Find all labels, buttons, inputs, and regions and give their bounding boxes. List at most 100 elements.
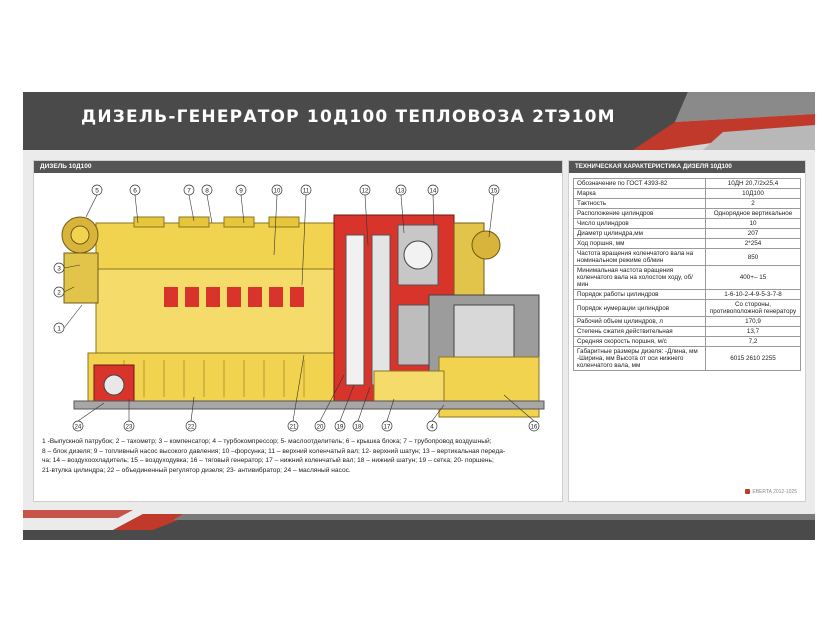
specifications-panel: ТЕХНИЧЕСКАЯ ХАРАКТЕРИСТИКА ДИЗЕЛЯ 10Д100…	[568, 160, 806, 502]
legend-line: 21-втулка цилиндра; 22 – объединенный ре…	[42, 466, 351, 474]
callout-12: 12	[359, 184, 371, 196]
callout-label: 14	[430, 189, 437, 195]
spec-value: 850	[705, 248, 801, 266]
poster-header-band	[23, 92, 815, 150]
callout-19: 19	[334, 420, 346, 432]
spec-value: 13,7	[705, 326, 801, 337]
spec-label: Минимальная частота вращения коленчатого…	[573, 265, 706, 290]
callout-label: 16	[531, 425, 538, 431]
callout-label: 23	[126, 425, 133, 431]
spec-value: 400+– 15	[705, 265, 801, 290]
callout-17: 17	[381, 420, 393, 432]
callout-4: 4	[426, 420, 438, 432]
callout-3: 3	[53, 262, 65, 274]
callout-13: 13	[395, 184, 407, 196]
callout-20: 20	[314, 420, 326, 432]
spec-value: Со стороны, противоположной генератору	[705, 299, 801, 317]
callout-label: 1	[57, 326, 61, 333]
callout-label: 11	[303, 189, 310, 195]
callout-18: 18	[352, 420, 364, 432]
spec-label: Расположение цилиндров	[573, 208, 706, 219]
engine-illustration	[61, 214, 545, 418]
spec-value: 207	[705, 228, 801, 239]
spec-value: 10Д100	[705, 188, 801, 199]
callout-2: 2	[53, 286, 65, 298]
callout-label: 22	[188, 425, 195, 431]
callout-21: 21	[287, 420, 299, 432]
callout-label: 10	[274, 189, 281, 195]
engine-cutaway-diagram: 5 6 7 8 9 10 11 12 13 14 15 3 2 1 24 23 …	[53, 184, 545, 432]
engine-diagram-panel: ДИЗЕЛЬ 10Д100	[33, 160, 563, 502]
logo-mark-icon	[745, 489, 751, 495]
callout-8: 8	[201, 184, 213, 196]
callout-label: 21	[290, 425, 297, 431]
spec-value: 10	[705, 218, 801, 229]
callout-22: 22	[185, 420, 197, 432]
poster: ДИЗЕЛЬ-ГЕНЕРАТОР 10Д100 ТЕПЛОВОЗА 2ТЭ10М…	[23, 92, 815, 540]
callout-label: 20	[317, 425, 324, 431]
callout-24: 24	[72, 420, 84, 432]
spec-value: 2	[705, 198, 801, 209]
callout-label: 8	[205, 188, 209, 195]
spec-label: Рабочий объем цилиндров, л	[573, 316, 706, 327]
callout-6: 6	[129, 184, 141, 196]
callout-9: 9	[235, 184, 247, 196]
spec-label: Ход поршня, мм	[573, 238, 706, 249]
callout-label: 15	[491, 189, 498, 195]
spec-value: 1-6-10-2-4-9-5-3-7-8	[705, 289, 801, 300]
poster-footer-band	[23, 510, 815, 540]
spec-label: Порядок работы цилиндров	[573, 289, 706, 300]
callout-label: 6	[133, 188, 137, 195]
spec-value: 6015 2610 2255	[705, 346, 801, 371]
callout-16: 16	[528, 420, 540, 432]
spec-value: 7,2	[705, 336, 801, 347]
spec-label: Габаритные размеры дизеля: -Длина, мм -Ш…	[573, 346, 706, 371]
legend-line: ча; 14 – воздухоохладитель; 15 – воздухо…	[42, 457, 494, 465]
spec-label: Порядок нумерации цилиндров	[573, 299, 706, 317]
logo-text: EBERTA 2012-1025	[752, 489, 797, 495]
spec-value: 2*254	[705, 238, 801, 249]
legend-line: 8 – блок дизеля; 9 – топливный насос выс…	[42, 447, 506, 455]
callout-label: 7	[187, 188, 191, 195]
callout-label: 2	[57, 290, 61, 297]
callout-23: 23	[123, 420, 135, 432]
callout-11: 11	[300, 184, 312, 196]
spec-value: Однорядное вертикальное	[705, 208, 801, 219]
callout-15: 15	[488, 184, 500, 196]
callout-label: 17	[384, 425, 391, 431]
callout-label: 5	[95, 188, 99, 195]
legend-line: 1 -Выпускной патрубок; 2 – тахометр; 3 –…	[42, 438, 492, 445]
table-row: Минимальная частота вращения коленчатого…	[573, 265, 801, 290]
spec-label: Число цилиндров	[573, 218, 706, 229]
parts-legend: 1 -Выпускной патрубок; 2 – тахометр; 3 –…	[42, 437, 554, 475]
callout-label: 18	[355, 425, 362, 431]
spec-value: 10ДН 20,7/2х25,4	[705, 178, 801, 189]
callout-label: 19	[337, 425, 344, 431]
table-row: Габаритные размеры дизеля: -Длина, мм -Ш…	[573, 346, 801, 371]
leader-lines	[63, 194, 535, 422]
callout-14: 14	[427, 184, 439, 196]
poster-title: ДИЗЕЛЬ-ГЕНЕРАТОР 10Д100 ТЕПЛОВОЗА 2ТЭ10М	[81, 107, 616, 127]
spec-label: Степень сжатия действительная	[573, 326, 706, 337]
spec-label: Марка	[573, 188, 706, 199]
callout-label: 3	[57, 266, 61, 273]
spec-label: Средняя скорость поршня, м/с	[573, 336, 706, 347]
callout-label: 24	[75, 425, 82, 431]
callout-label: 4	[430, 424, 434, 431]
callout-10: 10	[271, 184, 283, 196]
callout-markers: 5 6 7 8 9 10 11 12 13 14 15 3 2 1 24 23 …	[53, 184, 540, 432]
specifications-header: ТЕХНИЧЕСКАЯ ХАРАКТЕРИСТИКА ДИЗЕЛЯ 10Д100	[569, 161, 805, 173]
callout-label: 12	[362, 189, 369, 195]
